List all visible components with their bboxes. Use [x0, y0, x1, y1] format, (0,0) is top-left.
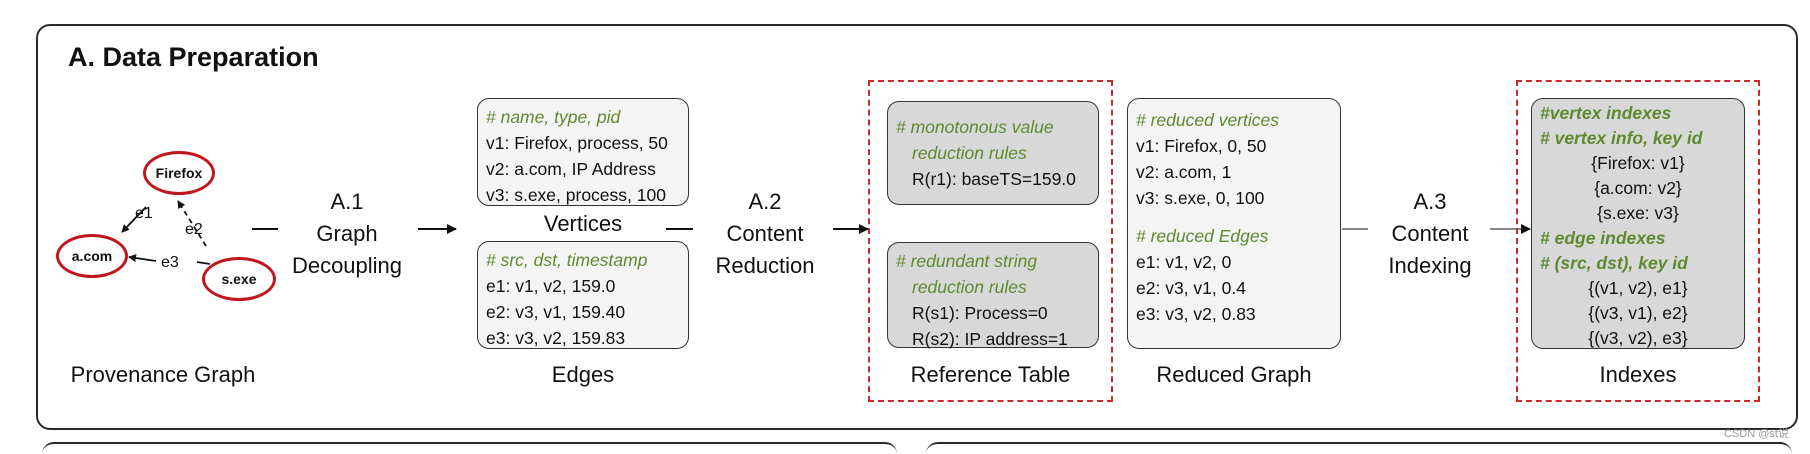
edge-index-row: {(v3, v2), e3} [1588, 328, 1688, 348]
edges-caption: Edges [551, 362, 615, 387]
vertices-caption: Vertices [543, 211, 623, 236]
edges-comment: # src, dst, timestamp [486, 250, 648, 270]
edge-row: e3: v3, v2, 159.83 [486, 328, 626, 348]
node-firefox: Firefox [143, 151, 215, 195]
edge-index-row: {(v3, v1), e2} [1588, 303, 1688, 323]
reduced-graph-caption: Reduced Graph [1156, 362, 1312, 387]
reference-table-caption: Reference Table [910, 362, 1071, 387]
vertex-row: v3: s.exe, process, 100 [486, 185, 666, 205]
monotonous-rules-box: # monotonous value reduction rules R(r1)… [887, 101, 1099, 205]
edge-e1-arrow [121, 206, 147, 233]
vertex-index-row: {Firefox: v1} [1591, 153, 1685, 173]
reduced-edge-row: e2: v3, v1, 0.4 [1136, 278, 1246, 298]
edges-box: # src, dst, timestamp e1: v1, v2, 159.0 … [477, 241, 689, 349]
reference-table-dashed-frame [868, 80, 1113, 402]
vertex-row: v2: a.com, IP Address [486, 159, 656, 179]
reduced-graph-box: # reduced vertices v1: Firefox, 0, 50 v2… [1127, 98, 1341, 349]
panel-title: A. Data Preparation [68, 42, 319, 72]
node-s-exe: s.exe [202, 257, 276, 301]
reduced-vertex-row: v3: s.exe, 0, 100 [1136, 188, 1265, 208]
reduced-vertex-row: v1: Firefox, 0, 50 [1136, 136, 1267, 156]
vertex-index-row: {a.com: v2} [1594, 178, 1682, 198]
edge-label-e3: e3 [161, 254, 179, 271]
edge-index-row: {(v1, v2), e1} [1588, 278, 1688, 298]
indexes-box: #vertex indexes # vertex info, key id {F… [1531, 98, 1745, 349]
rule-row: R(s1): Process=0 [912, 303, 1048, 323]
vertices-box: # name, type, pid v1: Firefox, process, … [477, 98, 689, 206]
monotonous-comment-line1: # monotonous value [896, 117, 1054, 137]
reduced-edges-comment: # reduced Edges [1136, 226, 1269, 246]
rule-row: R(s2): IP address=1 [912, 329, 1068, 349]
redundant-comment-line1: # redundant string [896, 251, 1038, 271]
next-panel-left-edge [42, 442, 897, 454]
indexes-caption: Indexes [1599, 362, 1677, 387]
redundant-rules-box: # redundant string reduction rules R(s1)… [887, 242, 1099, 349]
edge-label-e2: e2 [185, 221, 203, 238]
redundant-comment-line2: reduction rules [912, 277, 1027, 297]
next-panel-right-edge [926, 442, 1792, 454]
vertex-index-row: {s.exe: v3} [1597, 203, 1679, 223]
reduced-edge-row: e1: v1, v2, 0 [1136, 252, 1232, 272]
indexes-dashed-frame [1516, 80, 1760, 402]
rule-row: R(r1): baseTS=159.0 [912, 169, 1076, 189]
vertex-indexes-comment: #vertex indexes [1540, 103, 1672, 123]
watermark: CSDN @st说 [1724, 428, 1789, 440]
edge-e3-arrow [128, 254, 157, 262]
reduced-vertices-comment: # reduced vertices [1136, 110, 1279, 130]
reduced-edge-row: e3: v3, v2, 0.83 [1136, 304, 1256, 324]
edge-label-e1: e1 [135, 205, 153, 222]
provenance-graph-caption: Provenance Graph [70, 362, 256, 387]
edge-row: e1: v1, v2, 159.0 [486, 276, 616, 296]
node-a-com: a.com [56, 234, 128, 278]
monotonous-comment-line2: reduction rules [912, 143, 1027, 163]
vertex-row: v1: Firefox, process, 50 [486, 133, 668, 153]
edge-indexes-comment: # edge indexes [1540, 228, 1666, 248]
reduced-vertex-row: v2: a.com, 1 [1136, 162, 1232, 182]
vertices-comment: # name, type, pid [486, 107, 621, 127]
src-dst-comment: # (src, dst), key id [1540, 253, 1688, 273]
vertex-info-comment: # vertex info, key id [1540, 128, 1703, 148]
data-preparation-panel [36, 24, 1798, 430]
edge-row: e2: v3, v1, 159.40 [486, 302, 626, 322]
